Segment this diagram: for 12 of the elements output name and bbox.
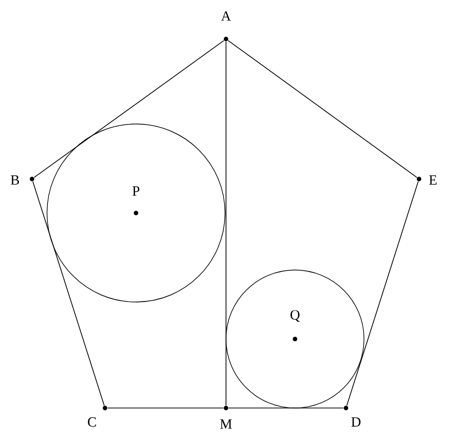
line-segment — [32, 181, 105, 406]
point-label: E — [429, 175, 437, 185]
point-label: D — [351, 417, 360, 427]
line-segment — [346, 181, 419, 406]
point-label: Q — [290, 310, 300, 322]
line-segment — [34, 40, 224, 178]
point-label: A — [221, 11, 231, 21]
line-segment — [228, 40, 418, 178]
point-label: M — [220, 419, 232, 429]
point-label: B — [10, 175, 19, 185]
point-label: P — [132, 186, 140, 196]
point-label: C — [88, 417, 96, 427]
